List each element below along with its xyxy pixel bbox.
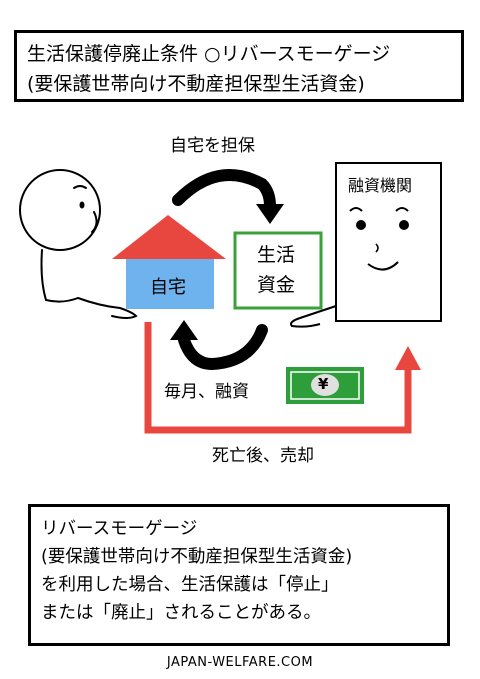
yen-icon: ¥: [318, 375, 329, 393]
sale-label: 死亡後、売却: [212, 446, 314, 466]
note-line-2: (要保護世帯向け不動産担保型生活資金): [41, 547, 353, 567]
person-figure: [19, 169, 138, 319]
note-line-3: を利用した場合、生活保護は「停止」: [41, 575, 339, 595]
site-footer: JAPAN-WELFARE.COM: [166, 655, 314, 670]
house-label: 自宅: [150, 277, 186, 298]
pledge-label: 自宅を担保: [170, 136, 255, 156]
note-line-1: リバースモーゲージ: [41, 519, 198, 539]
title-box: 生活保護停廃止条件 ○リバースモーゲージ (要保護世帯向け不動産担保型生活資金): [14, 30, 464, 102]
note-line-4: または「廃止」されることがある。: [41, 603, 321, 623]
funds-box: [233, 231, 323, 310]
institution-figure: [290, 162, 442, 328]
title-line-2: (要保護世帯向け不動産担保型生活資金): [27, 73, 365, 95]
monthly-loan-label: 毎月、融資: [164, 382, 249, 402]
institution-label: 融資機関: [348, 176, 413, 195]
sale-arrow: [144, 322, 421, 434]
banknote-icon: [286, 367, 364, 404]
funds-label-line-1: 生活: [257, 244, 296, 266]
note-box: リバースモーゲージ (要保護世帯向け不動産担保型生活資金) を利用した場合、生活…: [28, 504, 450, 646]
house-icon: [112, 215, 226, 309]
funds-label-line-2: 資金: [257, 274, 296, 296]
loan-arrow: [170, 320, 268, 371]
pledge-arrow: [172, 169, 284, 224]
title-line-1: 生活保護停廃止条件 ○リバースモーゲージ: [27, 43, 391, 65]
